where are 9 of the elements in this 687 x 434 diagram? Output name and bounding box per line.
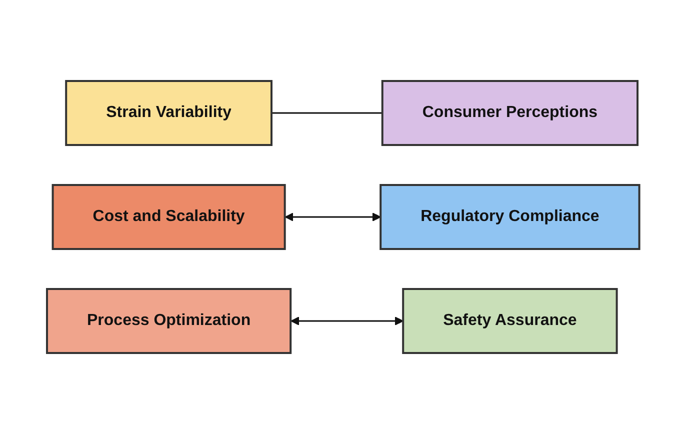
node-box: Cost and Scalability <box>52 184 286 250</box>
node-box: Process Optimization <box>46 288 292 354</box>
arrow <box>285 212 382 222</box>
arrow <box>290 316 404 326</box>
node-box: Regulatory Compliance <box>380 184 641 250</box>
node-box: Safety Assurance <box>402 288 618 354</box>
connector <box>272 112 383 114</box>
node-box: Consumer Perceptions <box>382 80 639 146</box>
node-box: Strain Variability <box>65 80 273 146</box>
